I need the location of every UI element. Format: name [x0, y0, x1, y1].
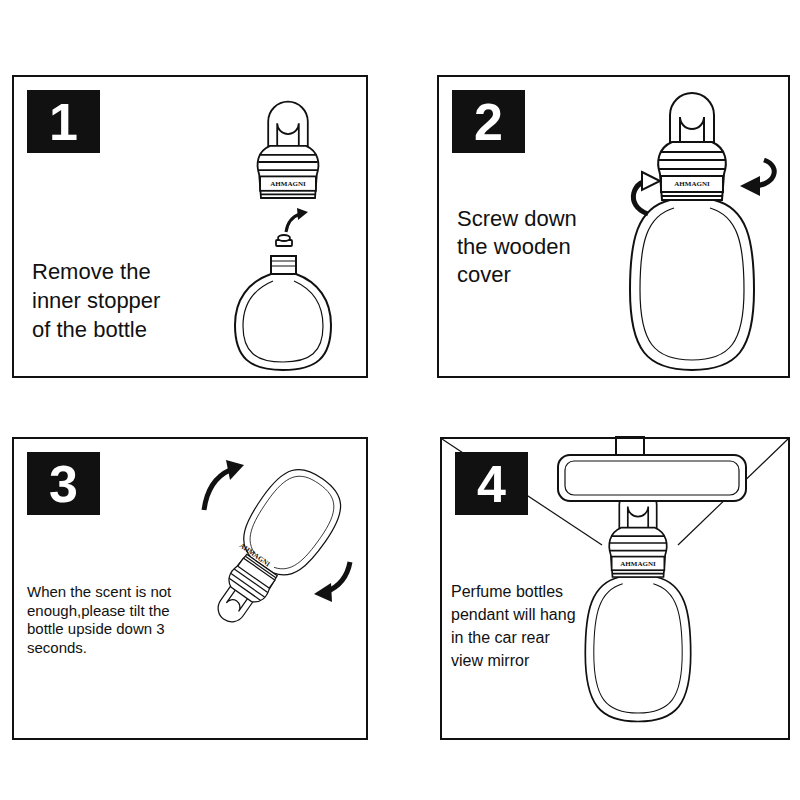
assembled-bottle — [630, 93, 754, 370]
instruction-text: Remove the inner stopper of the bottle — [32, 257, 182, 344]
step-number: 4 — [477, 458, 506, 510]
step-panel: Remove the inner stopper of the bottle 1 — [12, 75, 368, 378]
step-number: 2 — [474, 96, 503, 148]
step-panel: When the scent is not enough,please tilt… — [12, 437, 368, 740]
brand-label: AHMAGNI — [238, 542, 272, 569]
step-panel: Screw down the wooden cover 2 — [437, 75, 790, 378]
hanging-bottle — [585, 486, 690, 721]
tilted-bottle — [192, 457, 353, 642]
screw-arrow-right — [740, 160, 774, 196]
brand-label: AHMAGNI — [674, 180, 709, 188]
stopper-figure — [276, 235, 292, 246]
open-bottle — [235, 256, 331, 370]
instruction-text: When the scent is not enough,please tilt… — [27, 583, 179, 657]
tilt-arrow-bottom — [314, 562, 350, 602]
instruction-text: Perfume bottles pendant will hang in the… — [449, 579, 579, 673]
lift-arrow — [286, 208, 308, 232]
step-panel: Perfume bottles pendant will hang in the… — [440, 437, 790, 740]
rear-view-mirror — [558, 437, 746, 501]
step-number: 3 — [49, 458, 78, 510]
tilt-arrow-top — [204, 460, 244, 510]
instruction-text: Screw down the wooden cover — [457, 205, 607, 289]
step-number-box: 3 — [27, 452, 100, 515]
brand-label: AHMAGNI — [270, 180, 305, 188]
brand-label: AHMAGNI — [620, 560, 655, 568]
step-number-box: 1 — [27, 90, 100, 153]
step-number-box: 4 — [455, 452, 528, 515]
screw-arrow-left — [633, 172, 660, 214]
cap-figure — [258, 102, 319, 198]
step-number-box: 2 — [452, 90, 525, 153]
step-number: 1 — [49, 96, 78, 148]
perspective-lines — [442, 439, 788, 545]
